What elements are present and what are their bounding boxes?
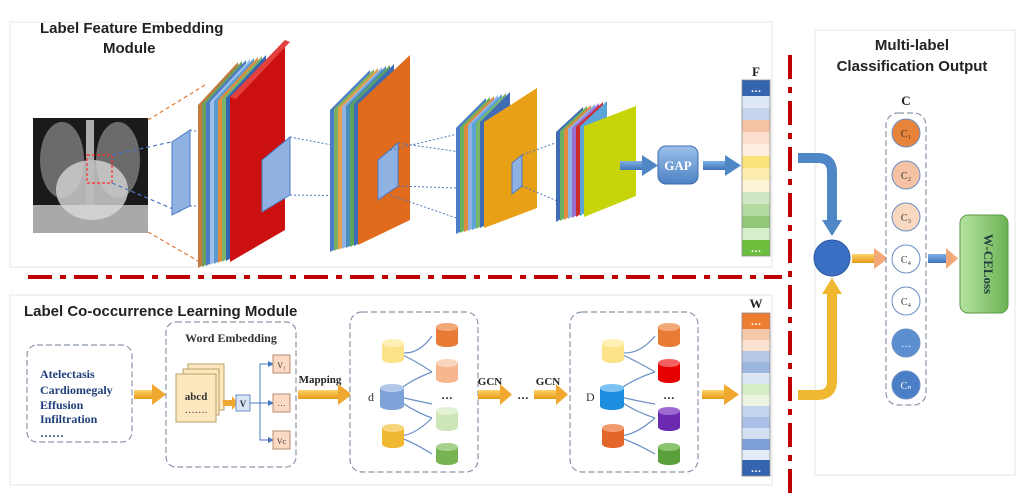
fusion-node xyxy=(813,239,851,277)
gcn-label-1: GCN xyxy=(478,376,503,388)
arrow-to-f xyxy=(703,155,741,176)
word-node-1: V₁ xyxy=(277,361,286,370)
arrow-to-w xyxy=(702,384,739,405)
graph2-dots: … xyxy=(663,388,675,402)
arrow-to-loss xyxy=(928,248,958,269)
output-title-2: Classification Output xyxy=(837,58,988,75)
graph-box-1: d … xyxy=(349,311,479,473)
projection-lines xyxy=(111,84,206,266)
mapping-label: Mapping xyxy=(299,374,342,386)
gcn-label-2: GCN xyxy=(536,376,561,388)
class-node-7 xyxy=(891,370,921,400)
graph2-node-label: D xyxy=(586,390,595,404)
loss-label: W-CELoss xyxy=(981,234,996,294)
class-nodes: C₁ C₂ C₃ C₄ C₄ … Cₙ xyxy=(891,118,921,400)
conv-block-4 xyxy=(556,101,636,222)
arrow-to-word-embedding xyxy=(134,384,166,405)
class-node-label-3: C₃ xyxy=(901,213,911,224)
xray-image xyxy=(33,118,148,233)
word-node-2: … xyxy=(278,399,286,408)
feature-vector-label: F xyxy=(752,64,760,79)
cooccurrence-module: Label Co-occurrence Learning Module Atel… xyxy=(9,294,773,486)
gcn-dots: … xyxy=(517,388,529,402)
word-embedding-box: Word Embedding abcd ……. V V₁ … Vᴄ xyxy=(165,321,297,468)
arrow-to-gap xyxy=(620,155,658,176)
gap-block: GAP xyxy=(657,145,699,185)
feature-embedding-module: Label Feature Embedding Module xyxy=(9,20,773,268)
word-embedding-title: Word Embedding xyxy=(185,331,277,345)
doc-dots: ……. xyxy=(185,405,208,416)
label-list-box: Atelectasis Cardiomegaly Effusion Infilt… xyxy=(26,344,133,443)
label-list-item-1: Atelectasis xyxy=(40,367,95,381)
feature-vector-top-dots: … xyxy=(751,83,762,95)
feature-vector-bottom-dots: … xyxy=(751,243,762,255)
class-node-label-5: C₄ xyxy=(901,297,912,308)
feature-module-title-2: Module xyxy=(103,40,156,57)
gcn-arrow-1 xyxy=(478,384,512,405)
conv-block-3 xyxy=(456,88,537,234)
center-node-v: V xyxy=(240,399,247,409)
flow-from-w xyxy=(798,278,842,400)
label-list-item-4: Infiltration xyxy=(40,412,98,426)
class-column-label: C xyxy=(901,93,910,108)
word-node-3: Vᴄ xyxy=(277,437,287,446)
word-vector-bottom-dots: … xyxy=(751,463,762,475)
class-node-label-6: … xyxy=(901,339,911,350)
graph1-dots: … xyxy=(441,388,453,402)
gcn-arrow-2 xyxy=(534,384,568,405)
word-vector: … … xyxy=(741,312,771,477)
loss-box: W-CELoss xyxy=(959,214,1009,314)
feature-module-title-1: Label Feature Embedding xyxy=(40,20,223,37)
label-list-item-2: Cardiomegaly xyxy=(40,383,113,397)
class-node-1 xyxy=(891,118,921,148)
word-vector-top-dots: … xyxy=(751,316,762,328)
arrow-to-classes xyxy=(852,248,888,269)
flow-from-f xyxy=(798,153,842,236)
class-node-6 xyxy=(891,328,921,358)
class-node-label-1: C₁ xyxy=(901,129,911,140)
input-filter xyxy=(171,129,191,216)
label-list-item-3: Effusion xyxy=(40,398,84,412)
gap-label: GAP xyxy=(664,158,692,173)
doc-text: abcd xyxy=(185,391,208,403)
conv-block-2 xyxy=(330,55,410,252)
label-list-item-5: …… xyxy=(40,426,64,440)
output-title-1: Multi-label xyxy=(875,37,949,54)
cooccurrence-module-title: Label Co-occurrence Learning Module xyxy=(24,303,297,320)
word-vector-label: W xyxy=(750,296,763,311)
class-node-2 xyxy=(891,160,921,190)
mapping-arrow xyxy=(298,384,352,405)
class-node-3 xyxy=(891,202,921,232)
graph-box-2: D … xyxy=(569,311,699,473)
class-node-label-2: C₂ xyxy=(901,171,911,182)
class-node-4 xyxy=(891,244,921,274)
feature-vector: … … xyxy=(741,79,771,257)
class-node-label-4: C₄ xyxy=(901,255,912,266)
conv-block-1 xyxy=(198,40,291,268)
class-node-5 xyxy=(891,286,921,316)
graph1-node-label: d xyxy=(368,390,374,404)
class-node-label-7: Cₙ xyxy=(901,381,912,392)
